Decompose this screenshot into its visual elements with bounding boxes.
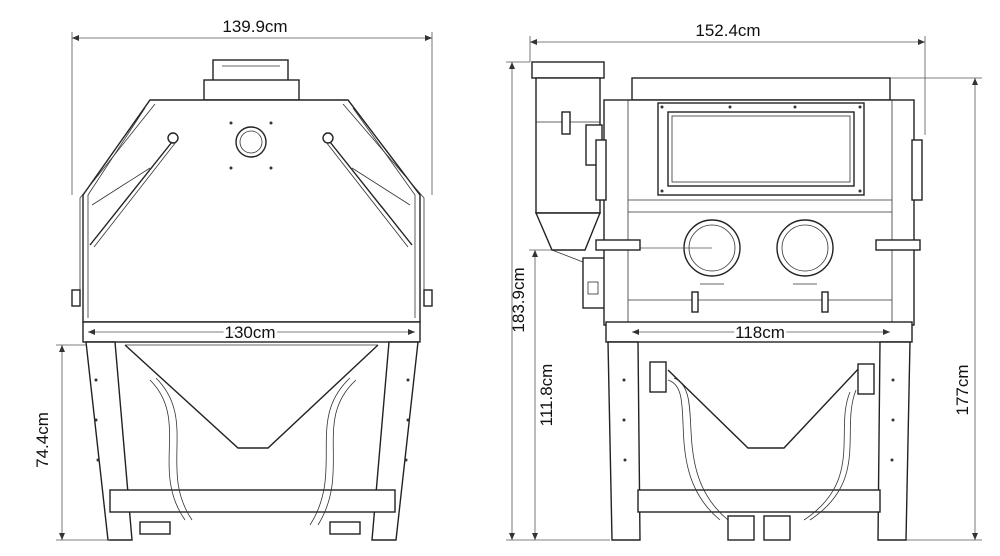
control-box [582,257,606,309]
right-stand [607,341,911,541]
top-vent-cap [212,59,289,83]
right-gas-strut [322,132,413,248]
left-latch [71,289,81,307]
left-clamp [691,291,699,313]
left-side-view: 139.9cm [33,17,433,541]
left-gas-strut [89,132,179,248]
right-lower-height-dimension: 111.8cm [529,249,556,540]
right-glove-port [776,219,834,285]
top-cap [631,77,891,101]
right-total-height-right-dimension: 177cm [890,77,982,541]
right-handle [875,239,921,251]
right-width-top-label: 152.4cm [695,21,760,40]
left-leg-height-label: 74.4cm [33,412,52,468]
left-leg-height-dimension: 74.4cm [33,344,110,541]
left-handle [595,239,641,251]
dust-separator [531,61,606,309]
left-top-dimension: 139.9cm [71,17,433,195]
right-width-mid-label: 118cm [735,323,785,342]
right-clamp [821,291,829,313]
left-width-mid-label: 130cm [224,323,275,342]
right-latch [423,289,433,307]
left-width-top-label: 139.9cm [222,17,287,36]
air-regulator-right [857,363,875,395]
top-vent-base [203,79,300,101]
right-total-height-left-dimension: 183.9cm [506,61,610,541]
left-stand [85,341,419,541]
viewing-window-glass [667,111,855,187]
right-height-total-left-label: 183.9cm [509,267,528,332]
air-regulator-left [649,361,667,393]
right-height-lower-label: 111.8cm [537,364,556,427]
right-front-view: 152.4cm 183.9cm 111.8cm 177cm [506,21,982,541]
right-height-total-right-label: 177cm [953,364,972,415]
left-porthole [235,126,267,158]
right-top-dimension: 152.4cm [529,21,926,135]
